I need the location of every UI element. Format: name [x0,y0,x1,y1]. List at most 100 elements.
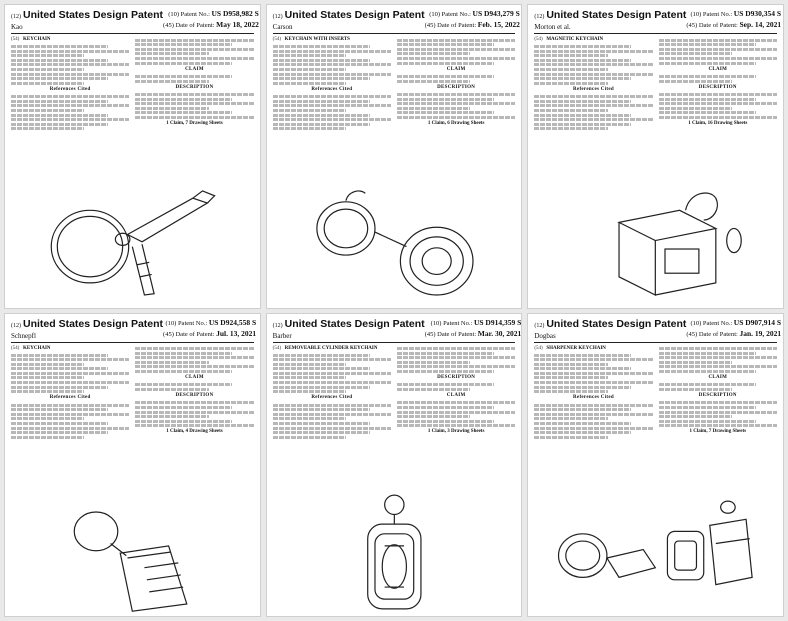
patent-numbers: (10) Patent No.: US D943,279 S (45) Date… [425,9,520,31]
product-title: SHARPENER KEYCHAIN [546,345,606,351]
claims-footer: 1 Claim, 4 Drawing Sheets [166,429,223,435]
patent-body: (54)REMOVEABLE CYLINDER KEYCHAIN Referen… [272,345,516,441]
product-title: REMOVEABLE CYLINDER KEYCHAIN [284,345,378,351]
patent-date-label: (45) Date of Patent: [686,330,738,338]
left-column: (54)KEYCHAIN WITH INSERTS References Cit… [272,37,391,132]
patent-title: (12)United States Design Patent [272,317,425,332]
claim-heading: CLAIM [708,375,728,381]
patent-date: Jan. 19, 2021 [739,328,782,338]
keychain-drawing [617,192,743,297]
patent-header: (12)United States Design Patent Dogbas (… [534,317,781,343]
patent-body: (54)KEYCHAIN References Cited CLAIM DESC… [11,37,254,132]
patent-header: (12)United States Design Patent Kao (10)… [11,9,259,34]
patent-patent-no-label: (10) Patent No.: [168,11,210,18]
claim-heading: CLAIM [446,66,466,72]
patent-date: May 18, 2022 [216,20,259,29]
patent-number: US D930,354 S [733,9,782,18]
patent-date-label: (45) Date of Patent: [163,22,215,29]
keychain-drawing [366,494,422,610]
patent-body: (54)SHARPENER KEYCHAIN References Cited … [534,346,777,441]
description-heading: DESCRIPTION [175,393,214,399]
patent-date-label: (45) Date of Patent: [424,22,477,29]
left-column: (54)SHARPENER KEYCHAIN References Cited [534,345,653,441]
patent-date: Sep. 14, 2021 [739,20,782,29]
patent-title: (12)United States Design Patent [534,10,686,23]
references-heading: References Cited [573,86,614,92]
references-heading: References Cited [49,86,91,92]
patent-inventor: Dogbas [534,331,556,340]
patent-date-label: (45) Date of Patent: [163,330,215,338]
references-heading: References Cited [311,86,353,92]
patent-patent-no-label: (10) Patent No.: [429,11,471,18]
right-column: CLAIM DESCRIPTION 1 Claim, 6 Drawing She… [396,37,516,132]
patent-code: (12) [11,14,21,20]
patent-title: (12)United States Design Patent [11,10,163,23]
patent-header: (12)United States Design Patent Schnepfl… [11,317,257,343]
patent-drawing [267,174,522,307]
patent-page-6[interactable]: (12)United States Design Patent Dogbas (… [527,312,784,617]
patent-body: (54)KEYCHAIN References Cited CLAIM DESC… [11,346,254,441]
right-column: CLAIM DESCRIPTION 1 Claim, 4 Drawing She… [135,346,254,441]
patent-patent-no-label: (10) Patent No.: [690,11,733,18]
patent-code: (12) [272,14,283,20]
patent-page-1[interactable]: (12)United States Design Patent Kao (10)… [4,4,261,309]
patent-numbers: (10) Patent No.: US D958,982 S (45) Date… [163,9,259,31]
patent-patent-no-label: (10) Patent No.: [165,319,208,327]
patent-code: (12) [272,322,283,329]
patent-page-2[interactable]: (12)United States Design Patent Carson (… [265,4,523,309]
patent-page-5[interactable]: (12)United States Design Patent Barber (… [265,312,523,617]
references-heading: References Cited [49,395,91,401]
keychain-drawing [558,500,754,586]
patent-code: (12) [11,322,21,329]
claims-footer: 1 Claim, 7 Drawing Sheets [166,120,223,126]
left-column: (54)MAGNETIC KEYCHAIN References Cited [534,37,653,132]
patent-title: (12)United States Design Patent [11,318,163,332]
patent-body: (54)KEYCHAIN WITH INSERTS References Cit… [272,37,516,132]
references-heading: References Cited [311,395,353,401]
description-heading: DESCRIPTION [437,84,476,90]
patent-number: US D924,558 S [208,317,257,327]
patent-title: (12)United States Design Patent [273,10,425,23]
patent-code: (12) [534,14,545,20]
patent-numbers: (10) Patent No.: US D930,354 S (45) Date… [686,9,781,31]
patent-date-label: (45) Date of Patent: [424,330,477,338]
claim-heading: CLAIM [185,375,204,381]
patent-title: (12)United States Design Patent [534,317,687,332]
patent-title: United States Design Patent [284,317,425,330]
product-title: KEYCHAIN [23,345,51,351]
patent-patent-no-label: (10) Patent No.: [430,319,473,327]
claims-footer: 1 Claim, 7 Drawing Sheets [689,429,747,435]
patent-header: (12)United States Design Patent Carson (… [272,9,520,34]
product-title: KEYCHAIN [23,37,51,42]
patent-inventor: Schnepfl [11,331,36,340]
description-heading: DESCRIPTION [698,393,737,399]
patent-title: United States Design Patent [546,9,687,21]
patent-date: Jul. 13, 2021 [216,328,257,338]
patent-title: United States Design Patent [23,9,164,21]
patent-number: US D943,279 S [472,9,520,18]
patent-page-3[interactable]: (12)United States Design Patent Morton e… [527,4,784,309]
patent-inventor: Kao [11,23,23,31]
keychain-drawing [73,511,188,612]
references-heading: References Cited [573,395,614,401]
right-column: CLAIM DESCRIPTION 1 Claim, 7 Drawing She… [135,37,254,132]
patent-page-4[interactable]: (12)United States Design Patent Schnepfl… [4,312,261,617]
left-column: (54)KEYCHAIN References Cited [11,37,130,132]
patent-inventor: Carson [272,23,293,31]
patent-drawing [5,483,260,616]
patent-date: Mar. 30, 2021 [477,328,522,338]
patent-number: US D907,914 S [733,317,782,327]
patent-body: (54)MAGNETIC KEYCHAIN References Cited C… [534,37,777,132]
patent-header: (12)United States Design Patent Morton e… [534,9,781,34]
description-heading: DESCRIPTION [175,84,214,90]
keychain-drawing [315,190,474,297]
patent-title: United States Design Patent [546,317,687,330]
right-column: CLAIM DESCRIPTION 1 Claim, 16 Drawing Sh… [658,37,777,132]
claims-footer: 1 Claim, 6 Drawing Sheets [427,120,485,126]
patent-patent-no-label: (10) Patent No.: [690,319,733,327]
product-title: KEYCHAIN WITH INSERTS [284,37,350,42]
patent-number: US D958,982 S [211,9,259,18]
product-title: MAGNETIC KEYCHAIN [546,37,604,42]
patent-drawing [528,483,783,616]
